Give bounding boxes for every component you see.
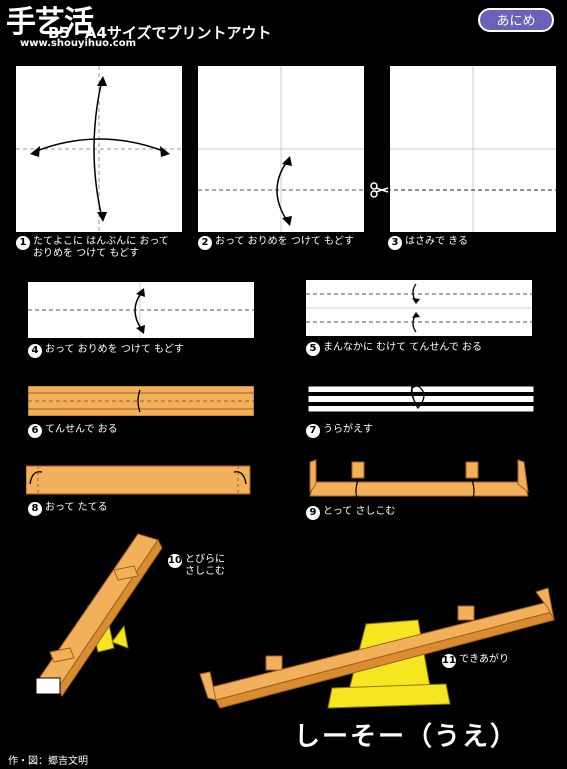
step-8-label: 8 おって たてる [28, 502, 108, 516]
step-number: 11 [442, 654, 456, 668]
step-9-label: 9 とって さしこむ [306, 506, 395, 520]
logo-url: www.shouyihuo.com [20, 38, 137, 49]
author-credit: 作・図：郷吉文明 [8, 756, 88, 767]
step-9-diagram [309, 459, 529, 501]
site-logo: 手艺活 www.shouyihuo.com [6, 5, 136, 50]
step-4-label: 4 おって おりめを つけて もどす [28, 344, 184, 358]
step-5-diagram [306, 280, 532, 336]
scissors-icon [370, 182, 378, 190]
step-number: 2 [198, 236, 212, 250]
step-text: うらがえす [323, 424, 373, 435]
step-1-diagram [16, 66, 182, 232]
step-4-diagram [28, 282, 254, 338]
page-title: しーそー（うえ） [294, 722, 519, 752]
print-instruction: B5・A4サイズでプリントアウト [48, 24, 272, 42]
step-11-label: 11 できあがり [442, 654, 509, 668]
step-6-diagram [28, 386, 254, 416]
anime-button[interactable]: あにめ [478, 8, 554, 32]
step-text: おって たてる [45, 502, 108, 513]
step-text: できあがり [459, 654, 509, 665]
step-7-diagram [308, 364, 534, 413]
step-number: 3 [388, 236, 402, 250]
step-number: 9 [306, 506, 320, 520]
step-number: 7 [306, 424, 320, 438]
step-text: とって さしこむ [323, 506, 396, 517]
step-2-diagram [198, 66, 364, 232]
step-3-label: 3 はさみで きる [388, 236, 468, 250]
logo-text: 手艺活 [6, 5, 94, 40]
step-number: 4 [28, 344, 42, 358]
step-text: はさみで きる [405, 236, 468, 247]
step-1-label: 1 たてよこに はんぶんに おって おりめを つけて もどす [16, 236, 169, 260]
step-text: たてよこに はんぶんに おって おりめを つけて もどす [33, 236, 169, 259]
step-text: まんなかに むけて てんせんで おる [323, 342, 483, 353]
step-10-label: 10 とびらに さしこむ [168, 554, 225, 578]
step-10-diagram [35, 533, 163, 697]
step-text: おって おりめを つけて もどす [215, 236, 354, 247]
step-text: おって おりめを つけて もどす [45, 344, 184, 355]
step-number: 6 [28, 424, 42, 438]
step-2-label: 2 おって おりめを つけて もどす [198, 236, 354, 250]
step-number: 5 [306, 342, 320, 356]
step-text: とびらに さしこむ [185, 554, 225, 577]
step-number: 10 [168, 554, 182, 568]
step-number: 8 [28, 502, 42, 516]
step-text: てんせんで おる [45, 424, 118, 435]
step-8-diagram [26, 465, 251, 495]
step-11-diagram [199, 587, 555, 709]
step-number: 1 [16, 236, 30, 250]
step-5-label: 5 まんなかに むけて てんせんで おる [306, 342, 482, 356]
step-7-label: 7 うらがえす [306, 424, 373, 438]
step-3-diagram [366, 66, 556, 232]
step-6-label: 6 てんせんで おる [28, 424, 118, 438]
